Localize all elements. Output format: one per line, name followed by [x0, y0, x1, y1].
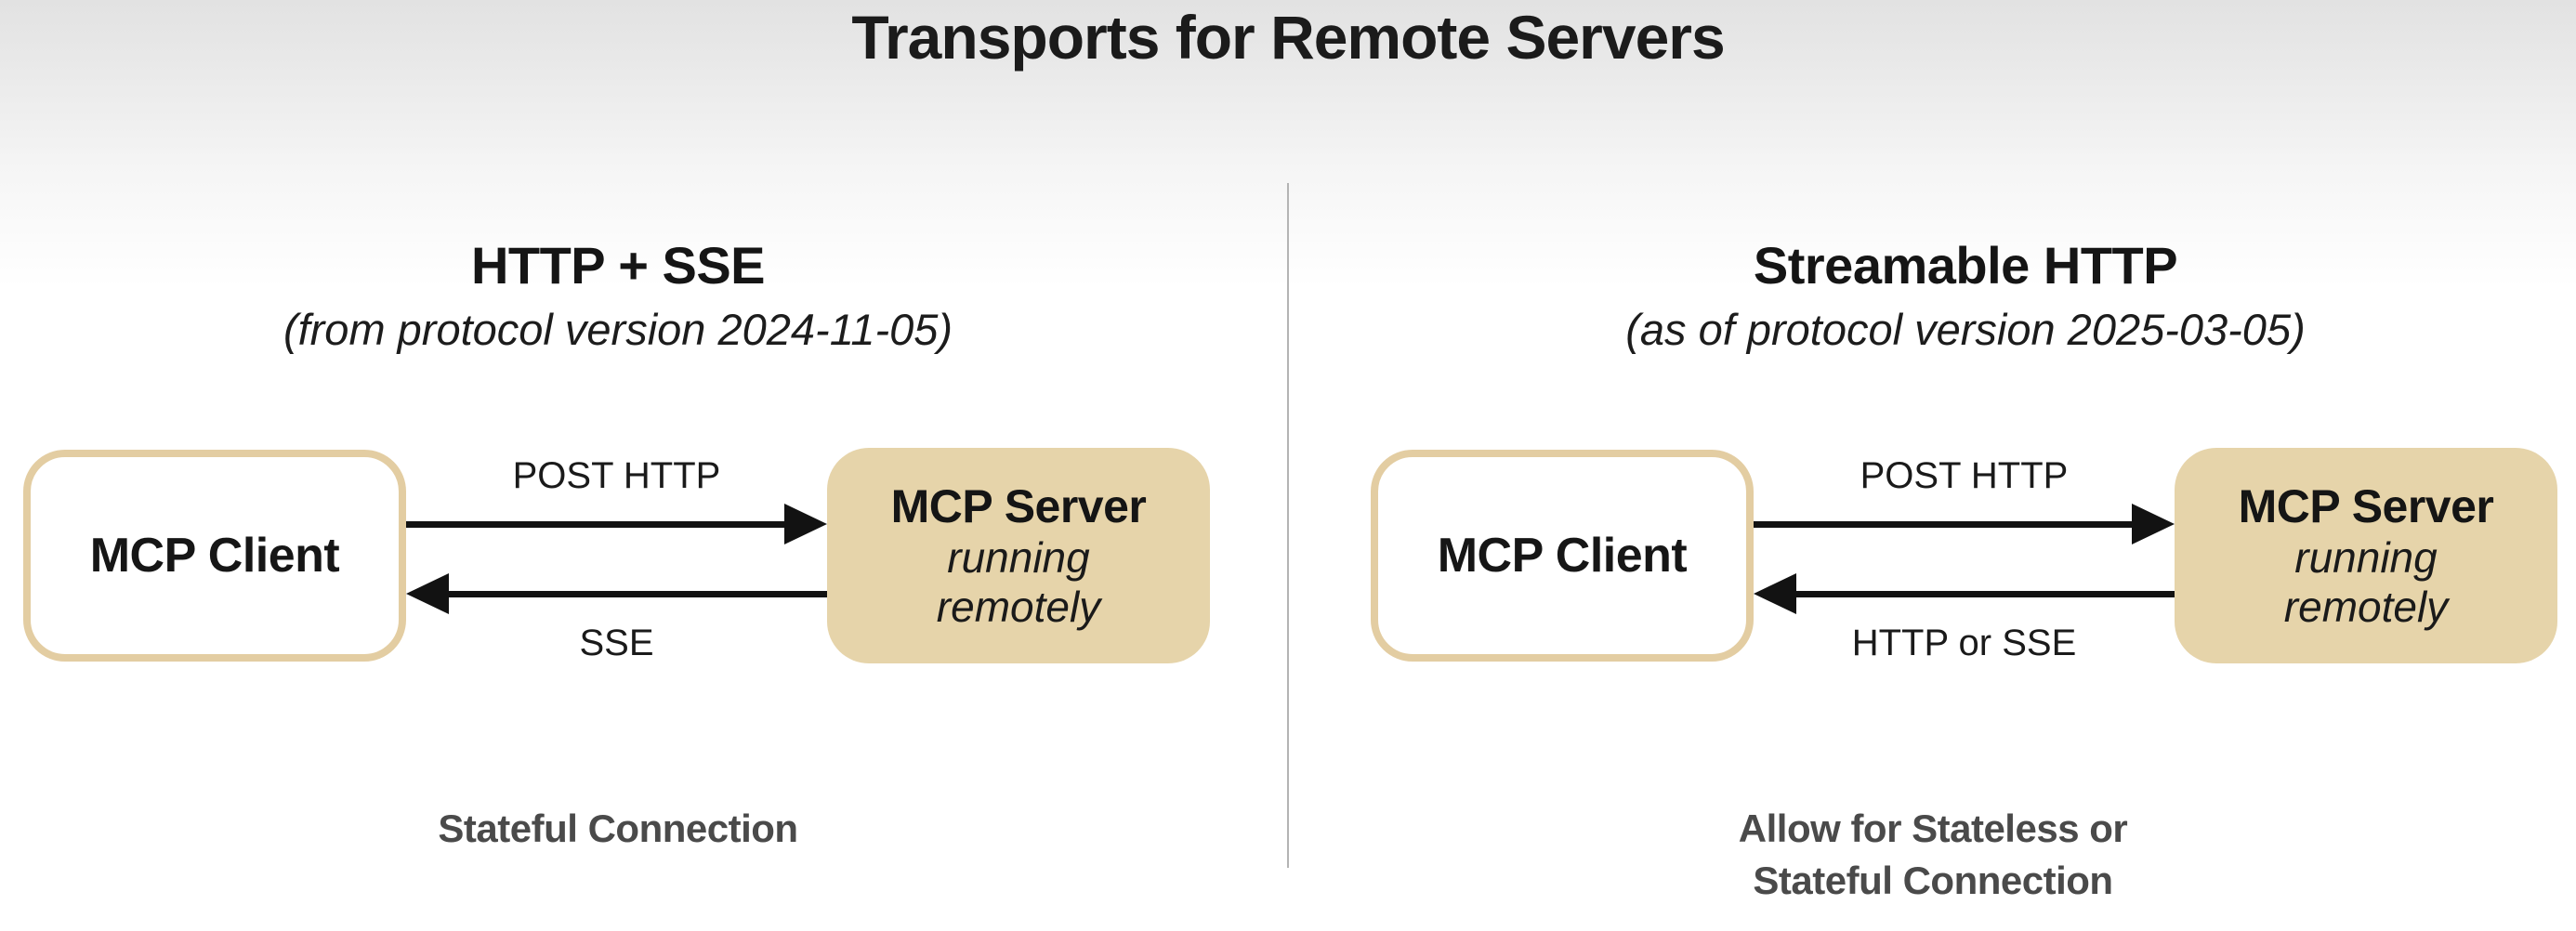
mcp-server-label: MCP Server [2238, 480, 2494, 532]
panel-subheading: (from protocol version 2024-11-05) [283, 305, 953, 354]
arrow-line [1754, 521, 2135, 528]
mcp-server-sublabel: running remotely [936, 533, 1101, 631]
mcp-server-sublabel: running remotely [2283, 533, 2449, 631]
panel-heading: HTTP + SSE [470, 236, 766, 295]
arrow-line [446, 591, 827, 597]
panel-streamable-http: Streamable HTTP (as of protocol version … [1347, 0, 2576, 931]
arrow-line [1794, 591, 2175, 597]
panel-http-sse: HTTP + SSE (from protocol version 2024-1… [0, 0, 1236, 931]
panel-divider [1287, 183, 1289, 868]
response-arrow-label: SSE [579, 623, 654, 663]
request-arrow-label: POST HTTP [512, 455, 721, 496]
page-title: Transports for Remote Servers [851, 3, 1725, 72]
response-arrow [406, 573, 827, 614]
mcp-client-label: MCP Client [1437, 529, 1688, 583]
arrow-right-icon [784, 504, 827, 544]
arrow-line [406, 521, 787, 528]
arrow-left-icon [406, 573, 449, 614]
request-arrow [1754, 504, 2175, 544]
response-arrow [1754, 573, 2175, 614]
request-arrow [406, 504, 827, 544]
panel-subheading: (as of protocol version 2025-03-05) [1625, 305, 2306, 354]
panel-caption: Stateful Connection [438, 806, 798, 850]
mcp-client-label: MCP Client [89, 529, 340, 583]
mcp-server-box: MCP Server running remotely [827, 448, 1210, 663]
arrow-right-icon [2132, 504, 2175, 544]
mcp-client-box: MCP Client [1371, 450, 1754, 662]
panel-heading: Streamable HTTP [1753, 236, 2178, 295]
mcp-server-box: MCP Server running remotely [2175, 448, 2557, 663]
mcp-server-label: MCP Server [890, 480, 1147, 532]
mcp-client-box: MCP Client [23, 450, 406, 662]
panel-caption: Allow for Stateless or Stateful Connecti… [1738, 806, 2128, 902]
response-arrow-label: HTTP or SSE [1851, 623, 2077, 663]
arrow-left-icon [1754, 573, 1796, 614]
request-arrow-label: POST HTTP [1860, 455, 2069, 496]
